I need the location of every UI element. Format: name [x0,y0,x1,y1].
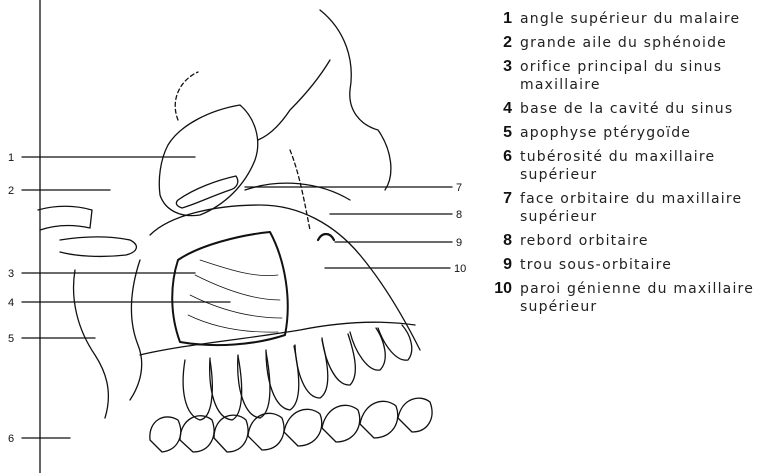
suture-line-2 [290,150,310,230]
sinus-striation-4 [200,260,278,276]
pterygoid-process [74,270,109,418]
suture-line-1 [175,72,198,120]
legend: 1 angle supérieur du malaire 2 grande ai… [488,10,760,322]
legend-item-10: 10 paroi génienne du maxillaire supérieu… [488,280,760,316]
legend-number: 3 [488,58,520,76]
legend-text: paroi génienne du maxillaire supérieur [520,280,760,316]
figure-label-3: 3 [8,268,14,280]
figure-label-7: 7 [456,182,462,194]
legend-item-6: 6 tubérosité du maxillaire supérieur [488,148,760,184]
sinus-striation-1 [195,275,280,300]
alveolar-ridge [140,322,415,355]
sinus-striation-3 [188,315,278,332]
figure-label-1: 1 [8,152,14,164]
sinus-striation-2 [190,295,282,318]
legend-number: 9 [488,256,520,274]
maxillary-sinus [172,232,287,345]
legend-text: face orbitaire du maxillaire supérieur [520,190,760,226]
legend-item-3: 3 orifice principal du sinus maxillaire [488,58,760,94]
figure-label-6: 6 [8,433,14,445]
legend-number: 5 [488,124,520,142]
legend-text: base de la cavité du sinus [520,100,733,118]
zygomatic-arch-stub [38,206,92,230]
legend-item-8: 8 rebord orbitaire [488,232,760,250]
legend-item-5: 5 apophyse ptérygoïde [488,124,760,142]
legend-text: grande aile du sphénoide [520,34,727,52]
temporal-process [60,237,136,256]
lower-teeth [150,398,432,452]
legend-text: rebord orbitaire [520,232,649,250]
legend-number: 10 [488,280,520,298]
legend-item-7: 7 face orbitaire du maxillaire supérieur [488,190,760,226]
malar-bone [159,105,257,216]
anatomical-illustration: 1 2 3 4 5 6 7 8 9 10 [0,0,480,473]
legend-text: apophyse ptérygoïde [520,124,691,142]
legend-number: 7 [488,190,520,208]
legend-item-2: 2 grande aile du sphénoide [488,34,760,52]
legend-item-1: 1 angle supérieur du malaire [488,10,760,28]
legend-text: trou sous-orbitaire [520,256,672,274]
legend-number: 1 [488,10,520,28]
legend-number: 4 [488,100,520,118]
pterygoid-plate [130,260,142,400]
legend-number: 8 [488,232,520,250]
infraorbital-foramen [318,234,334,240]
legend-text: tubérosité du maxillaire supérieur [520,148,760,184]
legend-text: angle supérieur du malaire [520,10,740,28]
frontal-process-outline [258,60,330,140]
figure-label-4: 4 [8,297,14,309]
malar-slot [176,176,237,208]
figure-label-8: 8 [456,209,462,221]
legend-number: 2 [488,34,520,52]
orbital-rim [245,183,350,200]
legend-number: 6 [488,148,520,166]
upper-teeth [183,325,412,420]
legend-item-9: 9 trou sous-orbitaire [488,256,760,274]
figure-label-5: 5 [8,333,14,345]
legend-item-4: 4 base de la cavité du sinus [488,100,760,118]
figure-label-10: 10 [454,263,466,275]
figure-label-2: 2 [8,185,14,197]
legend-text: orifice principal du sinus maxillaire [520,58,760,94]
figure-label-9: 9 [456,237,462,249]
nasal-bone-outline [320,10,391,190]
